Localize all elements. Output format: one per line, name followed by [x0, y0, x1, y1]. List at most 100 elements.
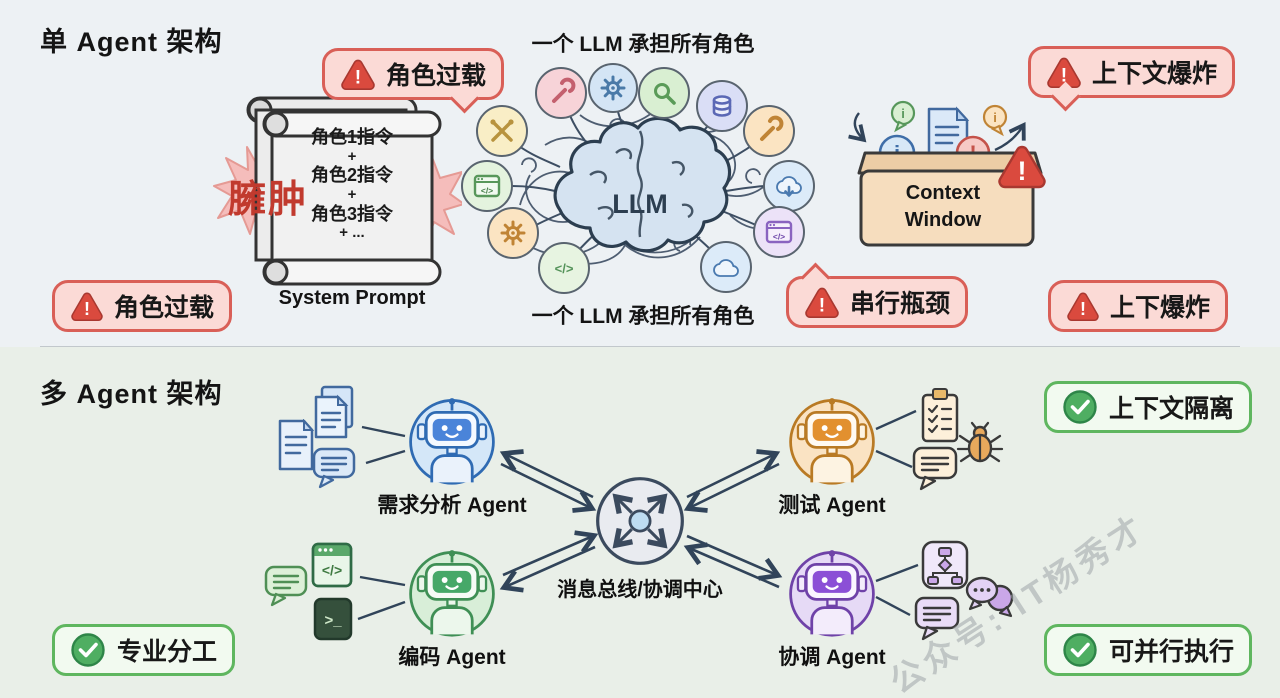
role-instruction: 角色1指令: [310, 127, 393, 147]
terminal-icon: >_: [313, 597, 353, 641]
svg-text:</>: </>: [481, 186, 493, 196]
message-bus-hub: [596, 477, 684, 565]
chat-double-icon: [965, 576, 1014, 618]
warning-label: 串行瓶颈: [850, 290, 951, 318]
benefit-label: 可并行执行: [1109, 638, 1235, 666]
flowchart-icon: [921, 540, 969, 590]
bug-icon: [956, 421, 1004, 463]
warning-bubble-context-explosion: ! 上下文爆炸: [1028, 46, 1236, 112]
cloud-icon: [700, 241, 752, 293]
warning-bubble-role-overload: ! 角色过载: [322, 48, 505, 114]
single-agent-title: 单 Agent 架构: [40, 27, 223, 57]
system-prompt-contents: 角色1指令 + 角色2指令 + 角色3指令 + ...: [282, 126, 422, 241]
info-bubble-icon: i: [982, 104, 1008, 137]
llm-brain: LLM: [553, 116, 732, 253]
multi-agent-section: 多 Agent 架构: [0, 347, 1280, 698]
icon-links: [357, 409, 919, 621]
context-window-graphic: i i i ! !: [848, 100, 1046, 247]
single-agent-section: 单 Agent 架构 一个 LLM 承担所有角色 ! 角色过载: [0, 0, 1280, 347]
check-circle-icon: [1063, 633, 1097, 667]
warning-label: 角色过载: [114, 294, 215, 322]
info-bubble-icon: i: [890, 100, 916, 133]
warning-triangle-icon: !: [1067, 292, 1099, 321]
agent-label-requirements: 需求分析 Agent: [377, 494, 527, 517]
plus: +: [347, 185, 357, 203]
benefit-box-parallel-execution: 可并行执行: [1044, 624, 1253, 676]
arrow-out: [994, 121, 1026, 152]
context-window-label: Context Window: [904, 182, 982, 231]
benefit-label: 专业分工: [117, 638, 218, 666]
gear-icon: [588, 63, 638, 113]
bloat-label: 臃肿: [228, 179, 309, 221]
warning-label: 上下爆炸: [1110, 294, 1211, 322]
bus-arrows: [499, 449, 783, 593]
svg-text:</>: </>: [322, 562, 342, 578]
role-instruction: 角色3指令: [310, 203, 393, 224]
svg-text:</>: </>: [773, 232, 785, 242]
chat-bubble-icon: [312, 447, 356, 489]
documents-stack-icon: [314, 385, 354, 439]
chat-bubble-icon: [914, 596, 960, 641]
gear-icon: [487, 207, 539, 259]
svg-text:!: !: [355, 68, 361, 89]
hub-arrows: [612, 493, 668, 549]
agent-avatar-requirements: [409, 398, 495, 485]
warning-label: 角色过载: [386, 62, 487, 90]
hub-label: 消息总线/协调中心: [557, 579, 723, 601]
scroll-front-bottom-roll: [262, 258, 442, 286]
benefit-box-specialization: 专业分工: [52, 624, 236, 676]
svg-text:i: i: [901, 106, 905, 121]
agent-avatar-coordination: [789, 550, 875, 637]
plus: +: [347, 147, 357, 165]
connections-overlay: [357, 409, 919, 621]
wrench-icon: [535, 67, 587, 119]
svg-text:!: !: [819, 296, 825, 317]
arrow-in: [848, 112, 867, 143]
cloud-download-icon: [763, 160, 815, 212]
benefit-label: 上下文隔离: [1109, 395, 1235, 423]
database-icon: [696, 80, 748, 132]
wrench-icon: [743, 105, 795, 157]
warning-box-role-overload: ! 角色过载: [52, 280, 233, 332]
warning-bubble-serial-bottleneck: ! 串行瓶颈: [786, 262, 969, 328]
code-icon: </>: [538, 242, 590, 294]
crossed-tools-icon: [476, 105, 528, 157]
context-box: [859, 169, 1035, 247]
role-instruction: 角色2指令: [310, 165, 393, 186]
warning-triangle-icon: !: [805, 287, 839, 318]
multi-agent-title: 多 Agent 架构: [40, 379, 223, 409]
warning-triangle-icon: !: [341, 59, 375, 90]
benefit-box-context-isolation: 上下文隔离: [1044, 381, 1253, 433]
svg-text:>_: >_: [324, 612, 342, 629]
magnifier-icon: [638, 67, 690, 119]
warning-box-context-explosion: ! 上下爆炸: [1048, 280, 1229, 332]
svg-text:!: !: [84, 299, 90, 319]
svg-text:!: !: [1080, 299, 1086, 319]
agent-label-testing: 测试 Agent: [778, 494, 886, 517]
llm-tangle-graphic: LLM: [461, 63, 815, 294]
agent-avatar-testing: [789, 398, 875, 485]
caption-one-llm-top: 一个 LLM 承担所有角色: [531, 33, 755, 56]
scroll-front-body: [270, 120, 434, 280]
check-circle-icon: [71, 633, 105, 667]
llm-text: LLM: [612, 189, 667, 219]
caption-one-llm-bottom: 一个 LLM 承担所有角色: [531, 305, 755, 328]
warning-label: 上下文爆炸: [1092, 60, 1218, 88]
svg-text:!: !: [1061, 66, 1067, 87]
svg-text:i: i: [993, 110, 997, 125]
document-icon: [278, 419, 315, 471]
chat-bubble-icon: [912, 446, 958, 491]
check-circle-icon: [1063, 390, 1097, 424]
system-prompt-scroll: [213, 96, 462, 286]
code-window-icon: </>: [311, 542, 353, 588]
agent-avatar-coding: [409, 550, 495, 637]
chat-bubble-icon: [264, 565, 308, 607]
svg-text:!: !: [1018, 156, 1027, 186]
agent-label-coding: 编码 Agent: [398, 646, 506, 669]
code-window-icon: </>: [753, 206, 805, 258]
warning-triangle-icon: !: [71, 292, 103, 321]
checklist-clipboard-icon: [921, 388, 959, 443]
svg-text:</>: </>: [555, 261, 574, 276]
code-window-icon: </>: [461, 160, 513, 212]
